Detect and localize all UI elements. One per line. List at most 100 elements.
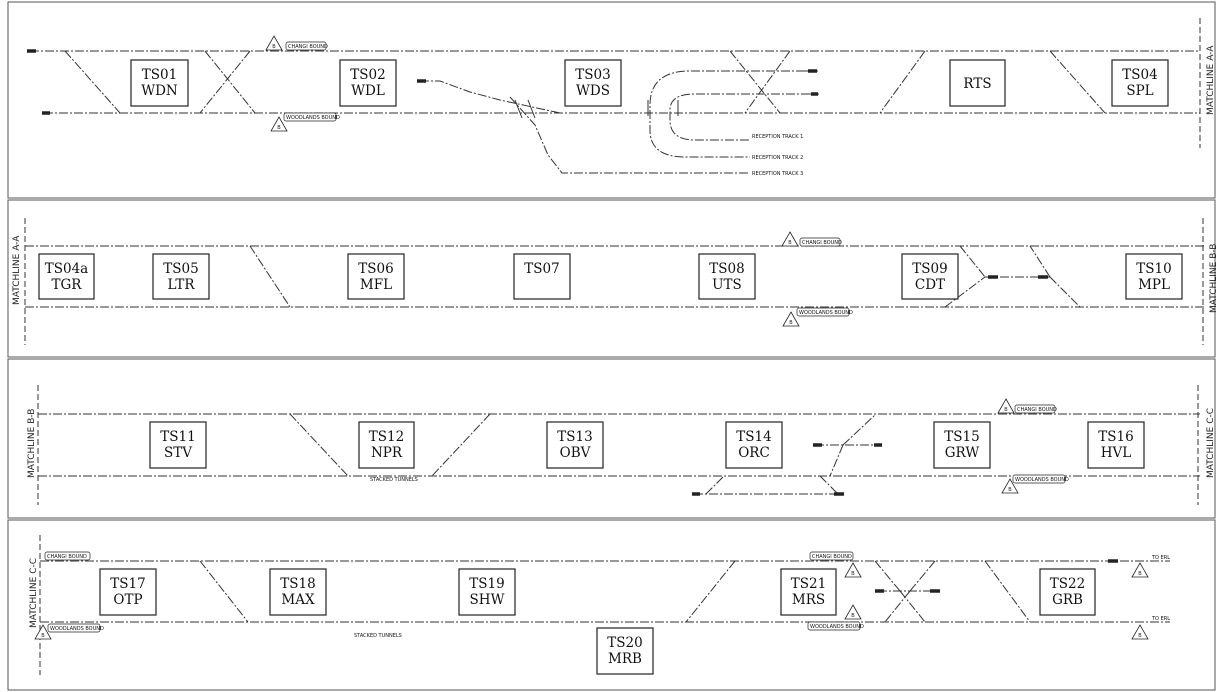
station-ts16: TS16 HVL <box>1087 421 1145 469</box>
changi-bound-label-3: CHANGI BOUND <box>1017 407 1057 413</box>
svg-text:TS18: TS18 <box>280 576 315 592</box>
svg-text:TS06: TS06 <box>358 261 393 277</box>
svg-text:TS09: TS09 <box>912 261 947 277</box>
woodlands-bound-label-4: WOODLANDS BOUND <box>50 626 104 632</box>
svg-text:B: B <box>41 633 45 639</box>
svg-text:B: B <box>1138 571 1142 577</box>
panel-1-border <box>7 1 1216 199</box>
panel-2: MATCHLINE A-A MATCHLINE B-B B CHANGI BOU… <box>12 218 1219 345</box>
svg-text:CDT: CDT <box>915 277 945 293</box>
svg-text:B: B <box>1004 407 1008 413</box>
matchline-c-c-right: MATCHLINE C-C <box>1206 408 1216 478</box>
svg-text:B: B <box>272 44 276 50</box>
panel-3: MATCHLINE B-B MATCHLINE C-C STACKED TUNN… <box>27 385 1216 505</box>
svg-text:TS10: TS10 <box>1136 261 1171 277</box>
svg-text:B: B <box>277 125 281 131</box>
svg-text:LTR: LTR <box>167 277 195 293</box>
station-ts04: TS04 SPL <box>1111 59 1169 107</box>
svg-text:WDS: WDS <box>576 83 610 99</box>
svg-text:TS12: TS12 <box>369 429 404 445</box>
changi-bound-label-2: CHANGI BOUND <box>802 240 842 246</box>
svg-text:TS07: TS07 <box>524 261 559 277</box>
station-ts06: TS06 MFL <box>347 253 405 300</box>
svg-text:MRB: MRB <box>608 651 642 667</box>
svg-text:TS16: TS16 <box>1098 429 1133 445</box>
svg-text:TS11: TS11 <box>160 429 195 445</box>
svg-text:SPL: SPL <box>1126 83 1153 99</box>
svg-text:B: B <box>851 571 855 577</box>
station-ts09: TS09 CDT <box>901 253 959 300</box>
panel-2-border <box>7 199 1216 358</box>
station-ts10: TS10 MPL <box>1125 253 1183 300</box>
station-rts: RTS <box>949 59 1006 107</box>
station-ts08: TS08 UTS <box>698 253 756 300</box>
svg-text:HVL: HVL <box>1101 445 1132 461</box>
svg-text:TS08: TS08 <box>709 261 744 277</box>
matchline-b-b-left: MATCHLINE B-B <box>27 409 37 478</box>
to-erl-label-2: TO ERL <box>1151 616 1170 622</box>
station-ts03: TS03 WDS <box>564 59 622 107</box>
svg-text:RTS: RTS <box>963 76 991 92</box>
station-ts20: TS20 MRB <box>596 627 654 675</box>
matchline-b-b-right: MATCHLINE B-B <box>1209 244 1219 313</box>
svg-text:TGR: TGR <box>52 277 83 293</box>
svg-text:TS21: TS21 <box>791 576 826 592</box>
svg-text:GRB: GRB <box>1052 592 1083 608</box>
svg-text:MFL: MFL <box>360 277 392 293</box>
svg-text:STV: STV <box>164 445 192 461</box>
svg-text:TS01: TS01 <box>142 67 177 83</box>
svg-text:B: B <box>789 320 793 326</box>
svg-text:TS17: TS17 <box>110 576 145 592</box>
station-ts12: TS12 NPR <box>358 421 415 469</box>
svg-text:B: B <box>788 240 792 246</box>
changi-bound-label-4: CHANGI BOUND <box>47 554 87 560</box>
svg-text:TS20: TS20 <box>607 635 642 651</box>
svg-text:NPR: NPR <box>371 445 403 461</box>
station-ts22: TS22 GRB <box>1039 568 1096 616</box>
station-ts19: TS19 SHW <box>458 568 516 616</box>
svg-text:WDN: WDN <box>141 83 178 99</box>
to-erl-label-1: TO ERL <box>1151 555 1170 561</box>
station-ts01: TS01 WDN <box>130 59 189 107</box>
svg-text:ORC: ORC <box>738 445 770 461</box>
svg-text:SHW: SHW <box>470 592 505 608</box>
stacked-tunnels-label-2: STACKED TUNNELS <box>354 633 402 639</box>
svg-text:TS14: TS14 <box>736 429 771 445</box>
svg-text:TS19: TS19 <box>469 576 504 592</box>
svg-text:MRS: MRS <box>792 592 825 608</box>
panel-3-border <box>7 358 1216 519</box>
reception-track-3-label: RECEPTION TRACK 3 <box>752 171 803 177</box>
svg-text:B: B <box>851 613 855 619</box>
reception-track-2-label: RECEPTION TRACK 2 <box>752 155 803 161</box>
woodlands-bound-label-1: WOODLANDS BOUND <box>286 115 340 121</box>
panel-4-border <box>7 519 1216 691</box>
panel-4: MATCHLINE C-C CHANGI BOUND B WOODLANDS B… <box>29 535 1170 675</box>
station-ts14: TS14 ORC <box>725 421 783 469</box>
woodlands-bound-label-2: WOODLANDS BOUND <box>799 310 853 316</box>
matchline-a-a-right: MATCHLINE A-A <box>1206 45 1216 115</box>
station-ts17: TS17 OTP <box>99 568 157 616</box>
svg-text:TS22: TS22 <box>1050 576 1085 592</box>
svg-text:OBV: OBV <box>560 445 591 461</box>
svg-text:MPL: MPL <box>1138 277 1170 293</box>
station-ts18: TS18 MAX <box>269 568 327 616</box>
svg-text:TS13: TS13 <box>557 429 592 445</box>
stacked-tunnels-label-1: STACKED TUNNELS <box>370 477 418 483</box>
svg-text:GRW: GRW <box>945 445 980 461</box>
station-ts15: TS15 GRW <box>933 421 991 469</box>
station-ts11: TS11 STV <box>149 421 207 469</box>
reception-track-1-label: RECEPTION TRACK 1 <box>752 134 803 140</box>
woodlands-bound-label-5: WOODLANDS BOUND <box>810 624 864 630</box>
svg-text:B: B <box>1008 487 1012 493</box>
matchline-a-a-left: MATCHLINE A-A <box>12 235 22 305</box>
station-ts05: TS05 LTR <box>152 253 210 300</box>
station-ts21: TS21 MRS <box>780 568 837 616</box>
svg-text:TS04a: TS04a <box>45 261 88 277</box>
svg-text:MAX: MAX <box>281 592 315 608</box>
matchline-c-c-left: MATCHLINE C-C <box>29 558 39 628</box>
station-ts04a: TS04a TGR <box>38 253 95 300</box>
svg-text:WDL: WDL <box>351 83 385 99</box>
svg-text:B: B <box>1138 633 1142 639</box>
svg-text:TS04: TS04 <box>1122 67 1157 83</box>
